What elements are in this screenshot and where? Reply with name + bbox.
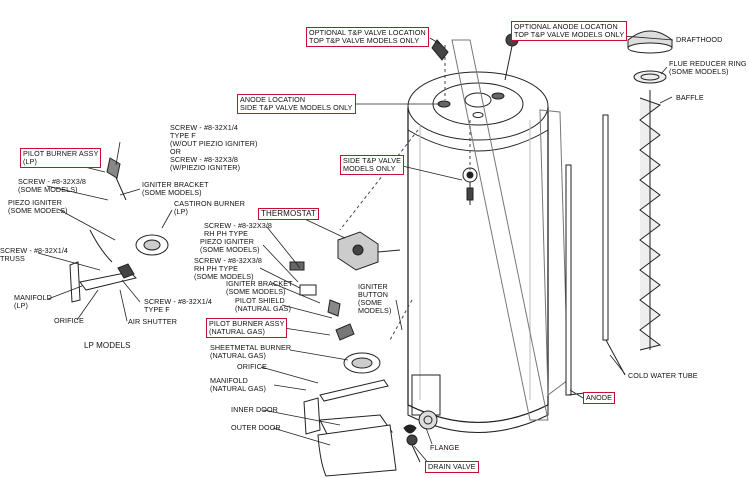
label-piezo-ng: PIEZO IGNITER (SOME MODELS) (200, 237, 260, 254)
label-screw-rh2: SCREW - #8-32x3/8 RH PH TYPE (SOME MODEL… (194, 256, 263, 281)
label-manifold-lp: MANIFOLD (LP) (14, 293, 52, 310)
label-cold-water: COLD WATER TUBE (628, 371, 698, 380)
label-lp-models: LP MODELS (84, 341, 131, 350)
outer-door-part (317, 424, 397, 477)
anode-rod (565, 164, 586, 396)
label-flange: FLANGE (430, 443, 460, 452)
leader-lines (37, 29, 674, 466)
cold-water-tube (602, 114, 626, 376)
label-igniter-bracket-ng: IGNITER BRACKET (SOME MODELS) (226, 279, 293, 296)
label-screw-some: SCREW - #8-32x3/8 (SOME MODELS) (18, 177, 87, 194)
jacket-panel (451, 39, 549, 421)
label-pilot-shield: PILOT SHIELD (NATURAL GAS) (235, 296, 292, 313)
thermostat (337, 231, 401, 271)
access-opening (403, 374, 441, 434)
label-pilot-burner-ng: PILOT BURNER ASSY (NATURAL GAS) (206, 318, 288, 338)
label-optional-anode: OPTIONAL ANODE LOCATION TOP T&P VALVE MO… (511, 21, 628, 41)
label-orifice-ng: ORIFICE (237, 362, 267, 371)
label-screw-f: SCREW - #8-32x1/4 TYPE F (144, 297, 213, 314)
label-screw-truss: SCREW - #8-32x1/4 TRUSS (0, 246, 69, 263)
label-piezo-lp: PIEZO IGNITER (SOME MODELS) (8, 198, 68, 215)
label-screw-typef: SCREW - #8-32x1/4 TYPE F (W/OUT PIEZIO I… (170, 123, 258, 172)
label-side-tp: SIDE T&P VALVE MODELS ONLY (340, 155, 404, 175)
lp-burner-assembly (69, 157, 169, 303)
label-air-shutter: AIR SHUTTER (128, 317, 178, 326)
label-igniter-button: IGNITER BUTTON (SOME MODELS) (358, 282, 392, 315)
drain-valve-part (406, 434, 421, 463)
label-drain-valve: DRAIN VALVE (425, 461, 479, 473)
label-baffle: BAFFLE (676, 93, 704, 102)
label-screw-rh: SCREW - #8-32x3/8 RH PH TYPE (204, 221, 273, 238)
guide-lines (339, 45, 471, 341)
label-inner-door: INNER DOOR (231, 405, 278, 414)
label-orifice-lp: ORIFICE (54, 316, 84, 325)
ng-burner-assembly (289, 261, 389, 435)
label-igniter-bracket-lp: IGNITER BRACKET (SOME MODELS) (142, 180, 209, 197)
label-anode: ANODE (583, 392, 616, 404)
label-drafthood: DRAFTHOOD (676, 35, 723, 44)
label-anode-location: ANODE LOCATION SIDE T&P VALVE MODELS ONL… (237, 94, 356, 114)
label-thermostat: THERMOSTAT (258, 208, 319, 220)
label-manifold-ng: MANIFOLD (NATURAL GAS) (210, 376, 267, 393)
label-optional-tp: OPTIONAL T&P VALVE LOCATION TOP T&P VALV… (306, 27, 429, 47)
label-outer-door: OUTER DOOR (231, 423, 281, 432)
label-flue-reducer: FLUE REDUCER RING (SOME MODELS) (669, 59, 747, 76)
drafthood (627, 30, 673, 84)
top-tp-valve (431, 39, 449, 61)
label-pilot-burner-lp: PILOT BURNER ASSY (LP) (20, 148, 102, 168)
label-castiron: CASTIRON BURNER (LP) (174, 199, 245, 216)
tank (407, 71, 549, 433)
label-sheetmetal: SHEETMETAL BURNER (NATURAL GAS) (210, 343, 292, 360)
